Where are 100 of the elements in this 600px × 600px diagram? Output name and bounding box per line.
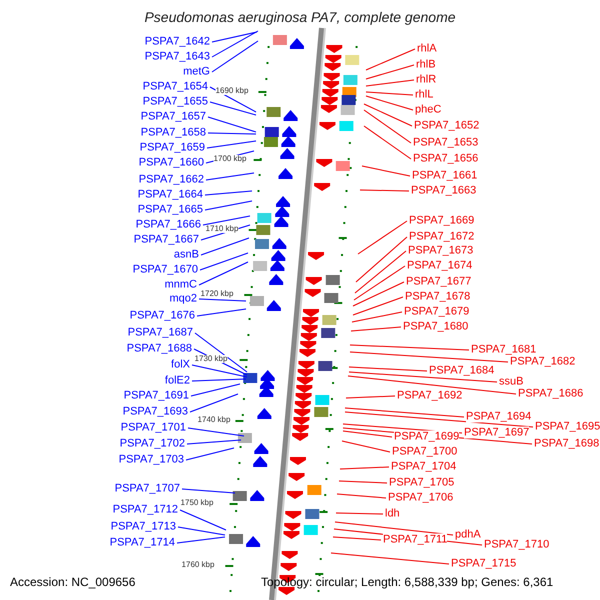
gene-label: PSPA7_1693 <box>122 406 188 418</box>
leader-line <box>342 440 390 452</box>
leader-line <box>348 376 516 394</box>
leader-line <box>200 238 250 256</box>
leader-line <box>344 408 464 418</box>
gene-label: PSPA7_1660 <box>138 158 204 168</box>
leader-line <box>350 352 508 362</box>
gene-label: PSPA7_1700 <box>392 446 458 458</box>
leader-line <box>188 428 244 436</box>
gene-label: asnB <box>174 250 199 260</box>
gene-label: PSPA7_1684 <box>429 366 494 376</box>
leader-line <box>212 32 258 42</box>
gene-label: PSPA7_1680 <box>403 322 468 332</box>
leader-line <box>208 116 256 132</box>
info-text: Topology: circular; Length: 6,588,339 bp; Genes: 6,361 <box>261 576 554 588</box>
gene-label: pheC <box>415 104 442 116</box>
leader-line <box>352 312 402 322</box>
gene-label: PSPA7_1687 <box>128 328 193 338</box>
leader-line <box>332 536 382 540</box>
leader-line <box>352 282 404 306</box>
gene-label: PSPA7_1691 <box>124 390 189 402</box>
gene-label: PSPA7_1662 <box>138 174 204 186</box>
leader-line <box>198 298 246 302</box>
gene-label: PSPA7_1673 <box>408 246 474 256</box>
leader-line <box>356 236 408 282</box>
leader-line <box>340 466 390 470</box>
gene-label: PSPA7_1682 <box>510 356 576 368</box>
gene-label: mqo2 <box>169 294 197 304</box>
leader-line <box>204 200 252 210</box>
gene-label: PSPA7_1688 <box>126 344 192 354</box>
gene-label: PSPA7_1672 <box>409 232 474 242</box>
leader-line <box>348 372 498 382</box>
leader-line <box>206 172 254 180</box>
leader-line <box>350 344 470 350</box>
gene-label: PSPA7_1694 <box>466 412 532 422</box>
gene-label: PSPA7_1655 <box>142 96 208 108</box>
leader-line <box>186 448 234 460</box>
leader-line <box>182 488 236 494</box>
leader-line <box>210 102 256 116</box>
leader-line <box>366 92 414 96</box>
position-label: 1740 kbp <box>198 416 230 424</box>
gene-label: PSPA7_1678 <box>405 292 470 302</box>
leader-line <box>200 252 248 270</box>
position-label: 1750 kbp <box>180 499 214 507</box>
leader-line <box>366 96 414 110</box>
gene-label: PSPA7_1654 <box>142 82 208 92</box>
leader-line <box>354 266 406 300</box>
gene-label: PSPA7_1658 <box>140 128 206 138</box>
gene-label: PSPA7_1697 <box>464 428 530 438</box>
gene-label: PSPA7_1663 <box>411 186 476 196</box>
leader-line <box>186 440 242 444</box>
leader-line <box>180 510 226 530</box>
gene-label: pdhA <box>455 530 481 540</box>
gene-label: PSPA7_1656 <box>413 154 478 164</box>
leader-line <box>202 216 250 226</box>
info-text: Accession: NC_009656 <box>10 576 136 588</box>
gene-label: PSPA7_1715 <box>451 558 516 570</box>
position-label: 1690 kbp <box>216 87 248 95</box>
gene-label: rhlB <box>416 60 436 70</box>
leader-line <box>334 522 454 536</box>
leader-line <box>192 378 246 382</box>
gene-label: PSPA7_1707 <box>114 484 180 494</box>
leader-line <box>360 190 410 192</box>
gene-label: PSPA7_1705 <box>389 478 454 488</box>
gene-label: PSPA7_1713 <box>110 522 176 532</box>
title: Pseudomonas aeruginosa PA7, complete genome <box>143 10 457 24</box>
gene-label: PSPA7_1665 <box>138 204 203 216</box>
gene-label: folE2 <box>164 376 190 386</box>
leader-line <box>350 326 402 332</box>
leader-line <box>348 366 428 372</box>
leader-line <box>346 396 396 398</box>
gene-label: PSPA7_1643 <box>144 52 210 62</box>
gene-label: PSPA7_1681 <box>471 344 536 356</box>
leader-line <box>196 308 246 316</box>
leader-line <box>190 394 238 412</box>
leader-line <box>344 412 534 428</box>
leader-line <box>342 430 392 438</box>
leader-line <box>336 512 384 514</box>
leader-line <box>212 40 258 72</box>
leader-line <box>358 220 408 254</box>
gene-label: PSPA7_1657 <box>140 112 206 122</box>
leader-line <box>176 536 226 544</box>
gene-label: PSPA7_1712 <box>112 504 178 516</box>
leader-line <box>366 64 414 80</box>
gene-label: PSPA7_1702 <box>120 438 185 450</box>
gene-label: PSPA7_1652 <box>414 120 480 132</box>
leader-line <box>338 480 388 484</box>
leader-line <box>366 80 414 86</box>
leader-line <box>364 104 412 126</box>
gene-label: PSPA7_1711 <box>383 534 448 546</box>
position-label: 1730 kbp <box>194 355 228 363</box>
gene-label: folX <box>171 360 190 370</box>
gene-label: rhlL <box>415 90 434 100</box>
gene-label: PSPA7_1698 <box>534 438 600 450</box>
gene-label: ldh <box>385 508 400 520</box>
gene-label: PSPA7_1677 <box>406 276 472 288</box>
leader-line <box>212 30 258 58</box>
leader-line <box>354 250 406 294</box>
gene-label: PSPA7_1653 <box>413 138 478 148</box>
position-label: 1710 kbp <box>206 225 238 233</box>
